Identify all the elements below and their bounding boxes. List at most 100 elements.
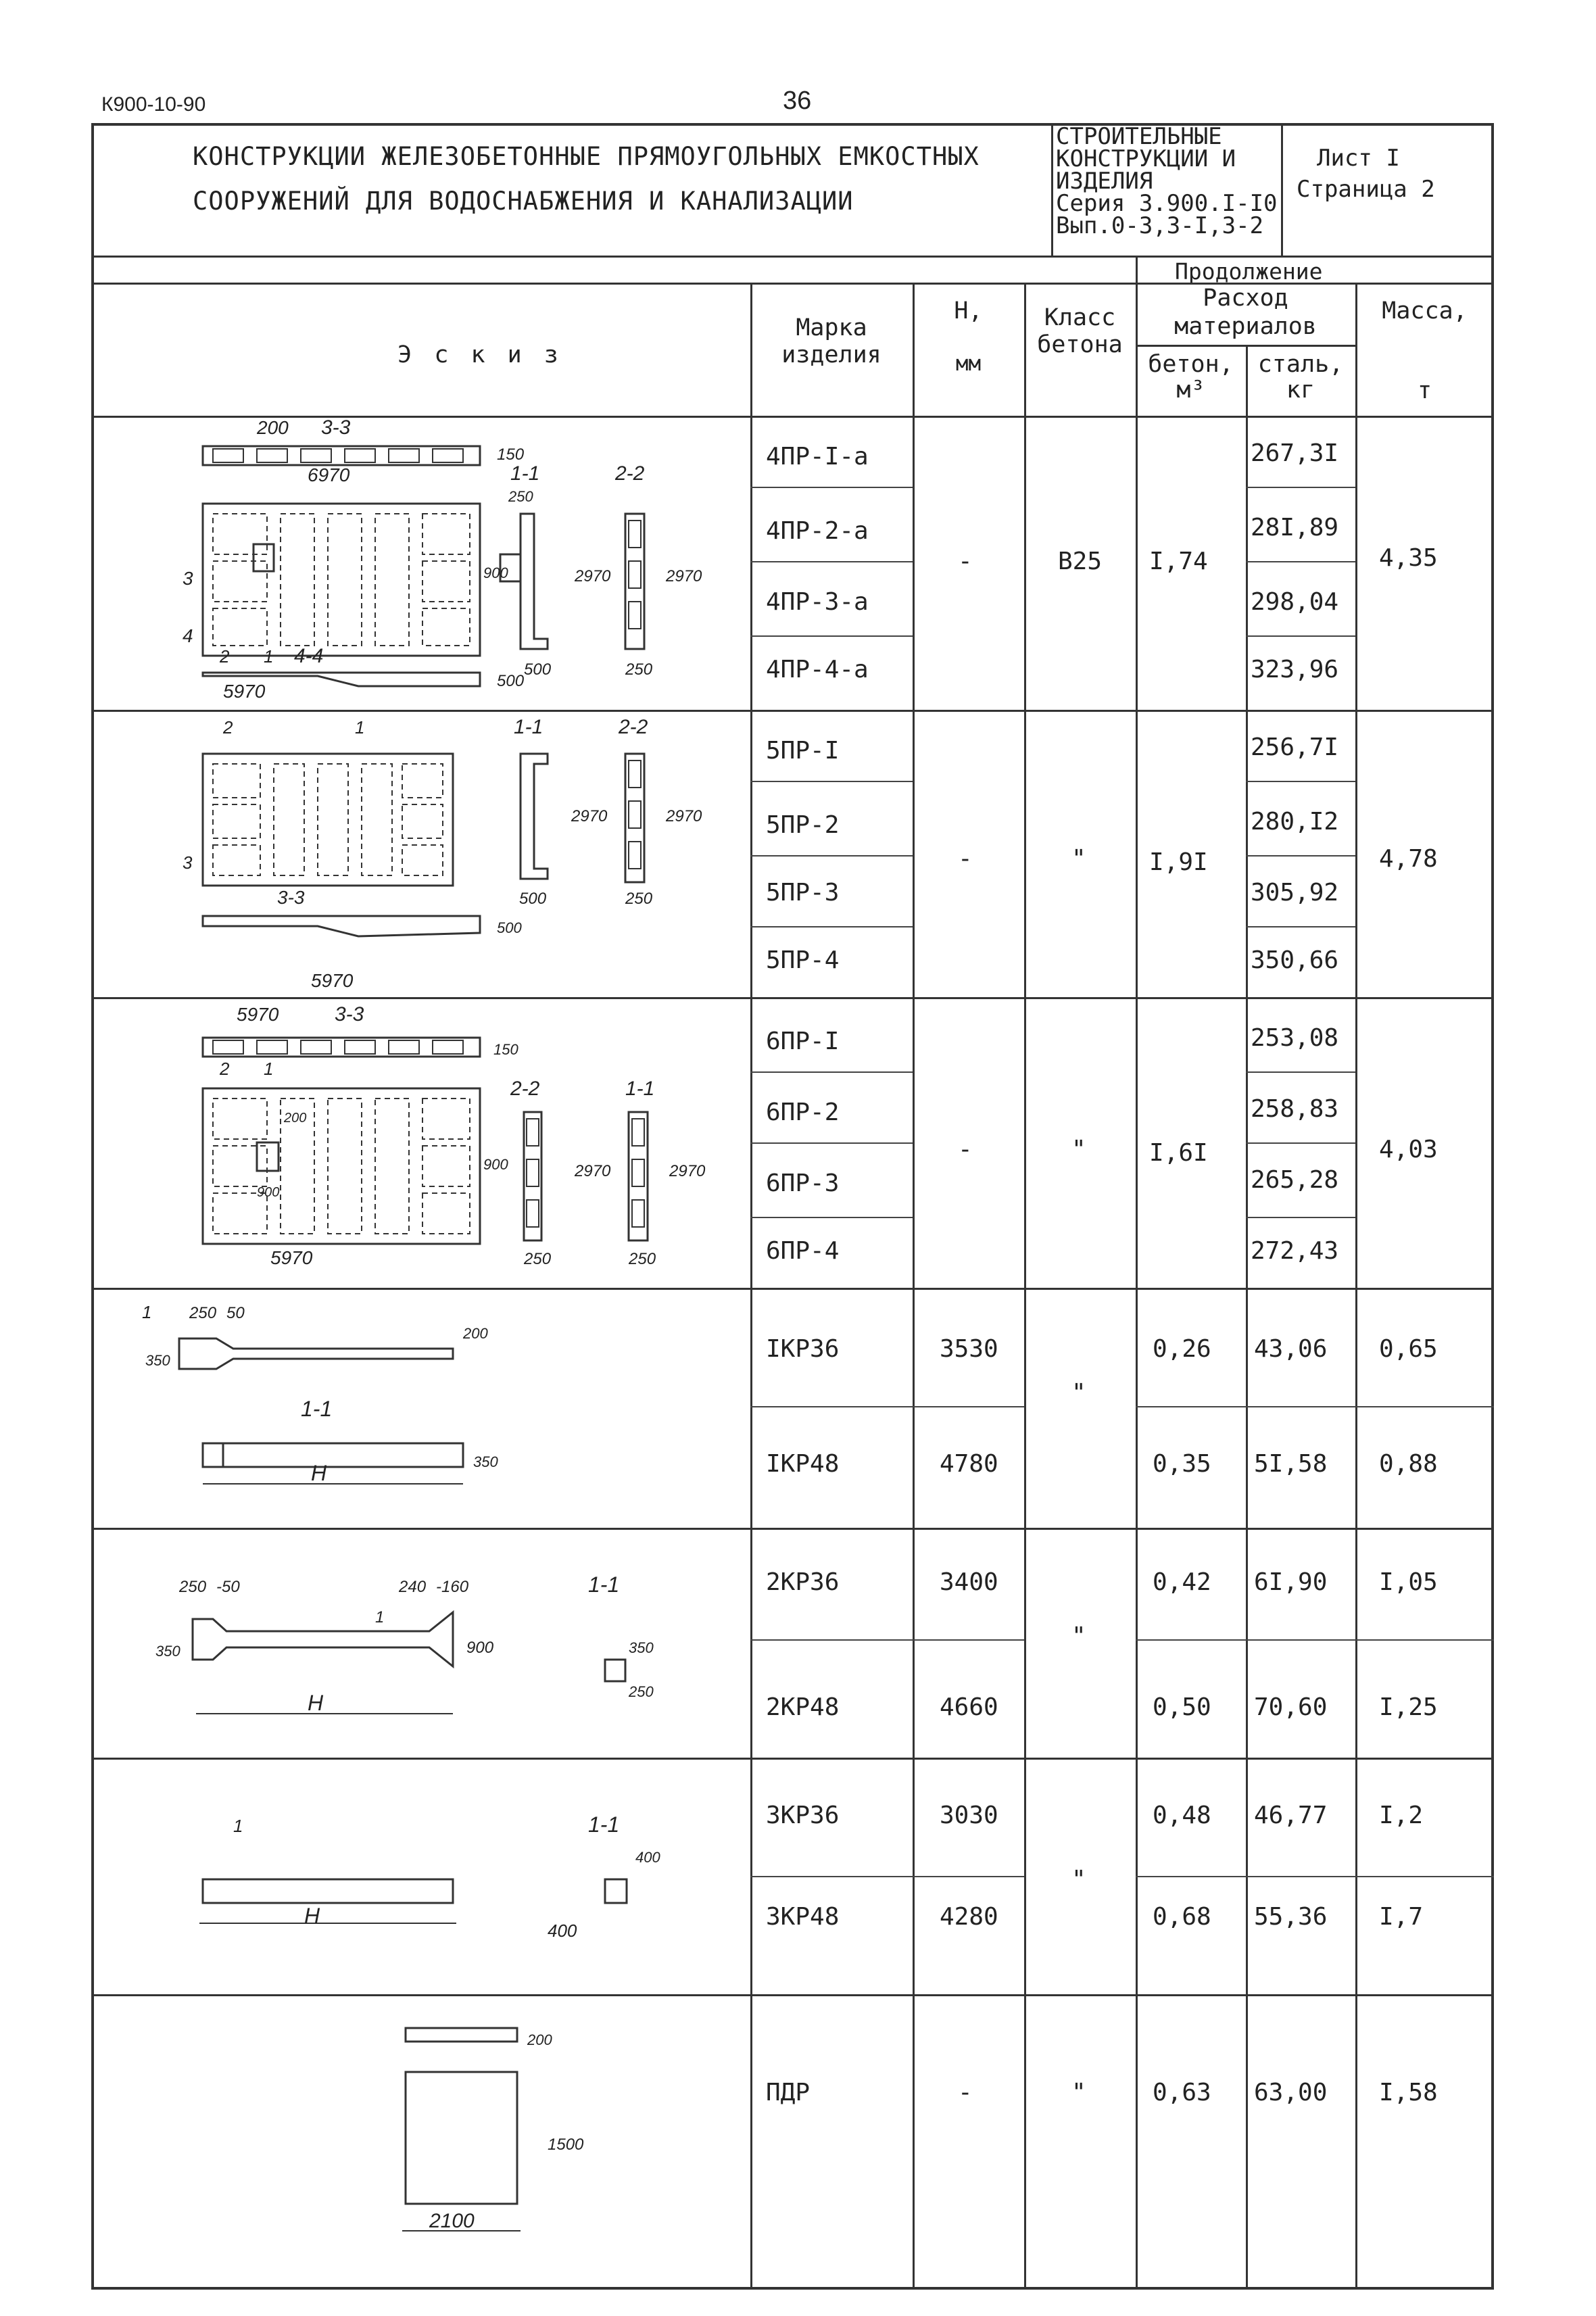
height-cell: - <box>958 1136 973 1163</box>
mass-cell: I,25 <box>1379 1693 1438 1721</box>
mark-cell: IКР48 <box>766 1450 840 1478</box>
mass-cell: 4,35 <box>1379 544 1438 572</box>
dim-label: 150 <box>497 445 525 464</box>
concrete-cell: I,9I <box>1149 848 1208 876</box>
class-cell: " <box>1071 1136 1086 1163</box>
section-label: 2 <box>219 646 230 667</box>
height-cell: - <box>958 548 973 575</box>
mark-cell: IКР36 <box>766 1335 840 1363</box>
section-label: 1-1 <box>301 1397 332 1421</box>
dim-label: H <box>308 1691 324 1715</box>
sketch-beam-3kr: 1 H 1-1 400 400 <box>199 1812 660 1941</box>
dim-label: 1500 <box>548 2136 584 2154</box>
class-cell: B25 <box>1058 548 1103 575</box>
concrete-cell: 0,48 <box>1153 1802 1211 1829</box>
mass-cell: 0,88 <box>1379 1450 1438 1478</box>
section-label: 1 <box>264 1059 273 1079</box>
col-header-mass: Масса, т <box>1382 297 1468 404</box>
section-label: 3-3 <box>335 1003 364 1026</box>
sketch-panel-5pr: 2 1 3 3-3 5970 500 1-1 2970 500 2-2 2970… <box>183 716 702 991</box>
dim-label: -50 <box>216 1578 240 1596</box>
dim-label: 2970 <box>571 807 608 825</box>
class-cell: " <box>1071 1622 1086 1650</box>
concrete-cell: 0,35 <box>1153 1450 1211 1478</box>
dim-label: 900 <box>257 1185 279 1200</box>
class-cell: " <box>1071 1379 1086 1407</box>
continuation-label: Продолжение <box>1175 258 1323 285</box>
sketch-slab-pdr: 200 1500 2100 <box>402 2027 584 2232</box>
class-cell: " <box>1071 845 1086 873</box>
section-label: 1 <box>355 717 364 738</box>
steel-cell: 5I,58 <box>1254 1450 1328 1478</box>
mark-cell: 5ПР-4 <box>766 946 840 974</box>
mark-cell: 2КР36 <box>766 1568 840 1596</box>
sketch-panel-4pr: 200 3-3 6970 150 3 4 2 1 4-4 5970 500 1-… <box>183 419 702 702</box>
col-header-mark: Марка изделия <box>781 314 881 368</box>
dim-label: 900 <box>466 1639 494 1657</box>
height-cell: - <box>958 2079 973 2106</box>
dim-label: 5970 <box>311 970 354 991</box>
dim-label: 500 <box>524 660 552 679</box>
dim-label: 200 <box>256 419 289 438</box>
section-label: 1-1 <box>514 716 543 738</box>
mark-cell: 2КР48 <box>766 1693 840 1721</box>
section-label: 3 <box>183 852 193 873</box>
section-label: 3-3 <box>321 419 351 439</box>
dim-label: 2970 <box>665 567 702 585</box>
dim-label: 150 <box>493 1041 518 1058</box>
col-header-steel: сталь, кг <box>1257 351 1344 404</box>
dim-label: 2970 <box>665 807 702 825</box>
steel-cell: 258,83 <box>1251 1095 1339 1123</box>
dim-label: H <box>311 1461 327 1485</box>
dim-label: 2970 <box>669 1162 706 1180</box>
dim-label: 500 <box>519 890 547 908</box>
concrete-cell: 0,68 <box>1153 1903 1211 1931</box>
dim-label: -160 <box>436 1578 469 1596</box>
concrete-cell: I,74 <box>1149 548 1208 575</box>
height-cell: - <box>958 845 973 873</box>
col-header-height: Н, мм <box>954 297 983 376</box>
dim-label: 250 <box>628 1250 656 1268</box>
steel-cell: 305,92 <box>1251 879 1339 907</box>
section-label: 1-1 <box>625 1078 654 1100</box>
mass-cell: I,05 <box>1379 1568 1438 1596</box>
dim-label: 900 <box>483 1156 508 1173</box>
mark-cell: 4ПР-3-а <box>766 588 869 616</box>
dim-label: 50 <box>226 1304 245 1322</box>
section-label: 4 <box>183 625 193 646</box>
dim-label: 250 <box>625 660 653 679</box>
mark-cell: 6ПР-I <box>766 1028 840 1055</box>
page-number: 36 <box>783 87 812 115</box>
mark-cell: 6ПР-4 <box>766 1237 840 1265</box>
dim-label: 2970 <box>574 567 611 585</box>
mark-cell: 5ПР-2 <box>766 811 840 839</box>
section-label: 2 <box>222 717 233 738</box>
steel-cell: 28I,89 <box>1251 514 1339 541</box>
steel-cell: 323,96 <box>1251 656 1339 683</box>
dim-label: 240 <box>398 1578 427 1596</box>
section-label: 1-1 <box>510 462 539 485</box>
dim-label: 200 <box>283 1111 306 1126</box>
section-label: 2-2 <box>614 462 645 485</box>
dim-label: 400 <box>548 1921 577 1941</box>
page-frame <box>91 123 1494 2290</box>
concrete-cell: I,6I <box>1149 1139 1208 1167</box>
dim-label: 5970 <box>270 1247 313 1268</box>
height-cell: 4780 <box>940 1450 998 1478</box>
mass-cell: 0,65 <box>1379 1335 1438 1363</box>
section-label: 2-2 <box>510 1078 540 1100</box>
section-label: 1-1 <box>588 1812 619 1837</box>
dim-label: 6970 <box>308 464 350 485</box>
dim-label: 250 <box>625 890 653 908</box>
height-cell: 4280 <box>940 1903 998 1931</box>
mass-cell: I,2 <box>1379 1802 1424 1829</box>
dim-label: 200 <box>527 2031 552 2048</box>
dim-label: 350 <box>145 1352 170 1369</box>
class-cell: " <box>1071 1866 1086 1893</box>
steel-cell: 280,I2 <box>1251 808 1339 836</box>
dim-label: 250 <box>523 1250 552 1268</box>
steel-cell: 350,66 <box>1251 946 1339 974</box>
dim-label: 900 <box>483 564 508 581</box>
steel-cell: 63,00 <box>1254 2079 1328 2106</box>
col-header-class: Класс бетона <box>1037 304 1123 358</box>
